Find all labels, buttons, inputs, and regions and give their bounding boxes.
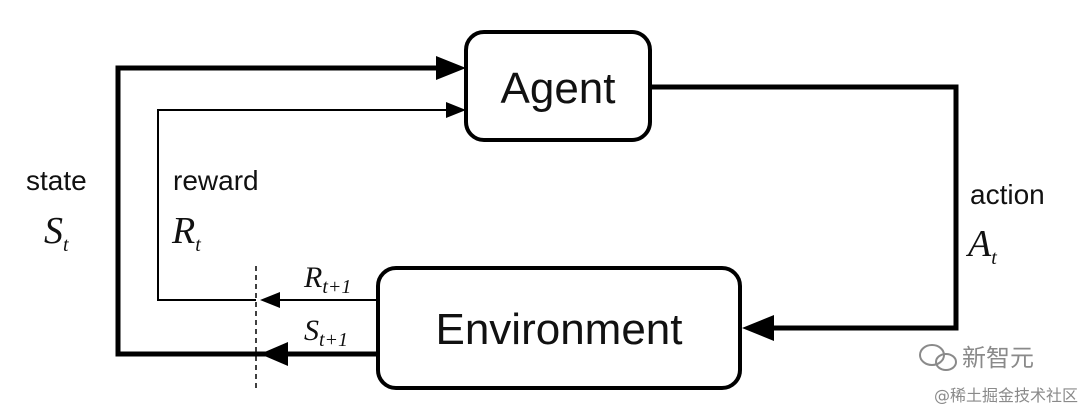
next-state-arrowhead [260,342,288,366]
next-state-symbol: St+1 [304,314,348,351]
action-arrowhead [742,315,774,341]
next-reward-arrowhead [260,292,280,308]
state-symbol: St [44,210,69,256]
state-line [115,65,440,357]
next-reward-symbol: Rt+1 [303,261,351,298]
state-label: state [26,165,87,196]
environment-box [376,266,742,390]
brand-watermark: 新智元 [962,344,1034,372]
reward-symbol: Rt [171,210,201,256]
credit-watermark: @稀土掘金技术社区 [934,386,1078,405]
reward-line [157,109,448,301]
action-label: action [970,179,1045,210]
environment-label: Environment [435,305,682,354]
state-arrowhead [436,56,466,80]
reward-label: reward [173,165,259,196]
action-line [650,84,959,331]
wechat-icon [919,344,957,371]
agent-label: Agent [501,64,616,113]
action-symbol: At [965,223,997,269]
reward-arrowhead [446,102,466,118]
